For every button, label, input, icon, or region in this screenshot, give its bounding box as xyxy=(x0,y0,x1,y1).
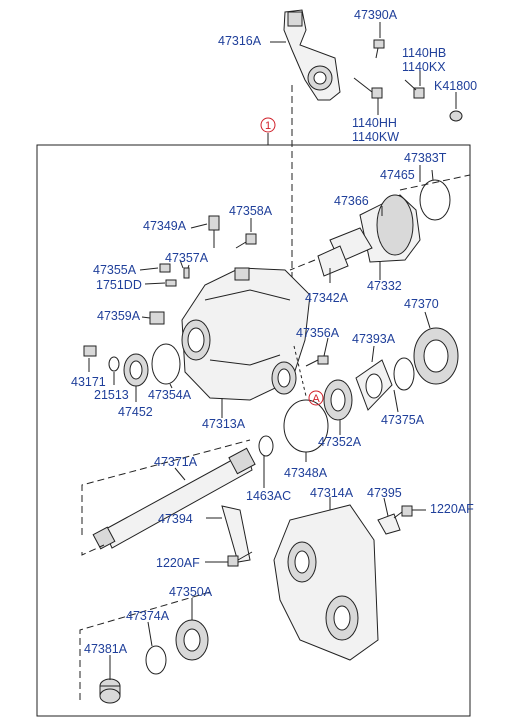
snap-ring-1463AC xyxy=(258,435,274,457)
label-1220AF-right: 1220AF xyxy=(430,502,474,516)
label-47349A: 47349A xyxy=(143,219,187,233)
group-callout-number: 1 xyxy=(265,120,271,132)
label-47393A: 47393A xyxy=(352,332,396,346)
label-47316A: 47316A xyxy=(218,34,262,48)
label-47352A: 47352A xyxy=(318,435,362,449)
label-47313A: 47313A xyxy=(202,417,246,431)
mounting-bracket xyxy=(283,9,341,101)
view-a-marker xyxy=(308,390,324,406)
label-47371A: 47371A xyxy=(154,455,198,469)
pin-47357A xyxy=(183,267,190,279)
label-47332: 47332 xyxy=(367,279,402,293)
label-47390A: 47390A xyxy=(354,8,398,22)
assembly-frame xyxy=(36,144,471,717)
label-47383T: 47383T xyxy=(404,151,447,165)
nut-K41800 xyxy=(449,110,463,122)
vent-47355A xyxy=(159,263,171,273)
label-47465: 47465 xyxy=(380,168,415,182)
part-labels: 47390A 47316A 1140HB 1140KX K41800 1140H… xyxy=(71,8,477,656)
bolt-1220AF-right xyxy=(393,505,413,519)
output-shaft-47371A xyxy=(92,447,256,550)
bolt-47356A xyxy=(305,355,329,367)
sensor-47359A xyxy=(149,311,165,325)
label-47381A: 47381A xyxy=(84,642,128,656)
bolt-47358A xyxy=(235,233,257,249)
snap-ring-47375A xyxy=(393,357,415,391)
plug-43171 xyxy=(83,345,97,357)
group-callout-circle xyxy=(260,117,276,133)
label-47394: 47394 xyxy=(158,512,193,526)
label-47374A: 47374A xyxy=(126,609,170,623)
view-a-letter: A xyxy=(312,393,320,405)
oil-seal-47350A xyxy=(175,619,209,661)
label-47366: 47366 xyxy=(334,194,369,208)
label-47354A: 47354A xyxy=(148,388,192,402)
label-47370: 47370 xyxy=(404,297,439,311)
label-21513: 21513 xyxy=(94,388,129,402)
clip-1751DD xyxy=(165,279,177,287)
label-47395: 47395 xyxy=(367,486,402,500)
label-1140HB: 1140HB xyxy=(402,46,446,60)
label-47342A: 47342A xyxy=(305,291,349,305)
drive-gear-47366 xyxy=(317,194,421,277)
label-K41800: K41800 xyxy=(434,79,477,93)
label-47314A: 47314A xyxy=(310,486,354,500)
label-43171: 43171 xyxy=(71,375,106,389)
bushing-47381A xyxy=(99,678,121,704)
snap-ring-47383T xyxy=(419,179,451,221)
bolt-1220AF-left xyxy=(227,551,253,567)
seal-47452 xyxy=(123,353,149,387)
label-1751DD: 1751DD xyxy=(96,278,142,292)
bracket-47395 xyxy=(377,513,401,535)
shim-47394 xyxy=(221,505,251,563)
label-47357A: 47357A xyxy=(165,251,209,265)
label-47358A: 47358A xyxy=(229,204,273,218)
label-47348A: 47348A xyxy=(284,466,328,480)
label-1463AC: 1463AC xyxy=(246,489,291,503)
cover-47393A xyxy=(355,359,393,411)
bolt-1140HB xyxy=(404,79,425,99)
label-1140KW: 1140KW xyxy=(352,130,399,144)
label-47356A: 47356A xyxy=(296,326,340,340)
oil-seal-47352A xyxy=(323,379,353,421)
label-47350A: 47350A xyxy=(169,585,213,599)
plug-47349A xyxy=(208,215,220,248)
oring-47354A xyxy=(151,343,181,385)
label-47452: 47452 xyxy=(118,405,153,419)
bolt-47390A xyxy=(373,39,385,59)
label-1140HH: 1140HH xyxy=(352,116,397,130)
label-47375A: 47375A xyxy=(381,413,425,427)
transfer-case-housing xyxy=(181,267,311,401)
bracket-dash-leader xyxy=(240,85,293,287)
label-47355A: 47355A xyxy=(93,263,137,277)
leader-lines xyxy=(88,165,431,680)
snap-ring-47374A xyxy=(145,645,167,675)
label-1220AF-left: 1220AF xyxy=(156,556,200,570)
bolt-1140HH xyxy=(353,77,383,99)
rear-case-47314A xyxy=(273,504,379,661)
label-47359A: 47359A xyxy=(97,309,141,323)
washer-21513 xyxy=(108,356,120,372)
label-1140KX: 1140KX xyxy=(402,60,446,74)
bearing-47370 xyxy=(413,327,459,385)
